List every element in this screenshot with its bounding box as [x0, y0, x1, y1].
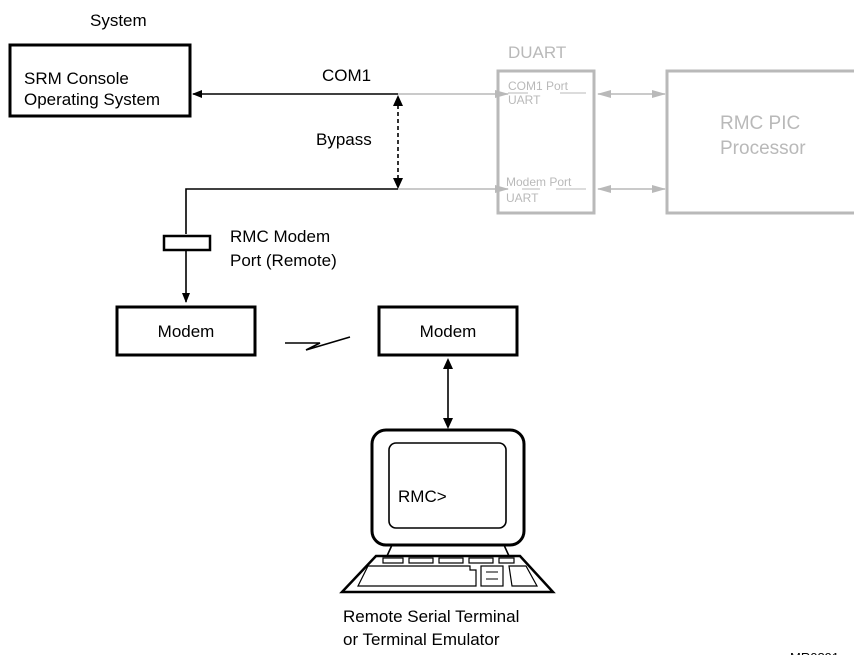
keyboard-fkey-4 [468, 557, 494, 564]
com1-port-label: COM1 Port [508, 79, 569, 93]
bypass-arrow-up [393, 95, 403, 106]
srm-console-label: SRM Console [24, 69, 129, 88]
keyboard-fkey-3 [438, 557, 464, 564]
keyboard-main-keys [357, 565, 477, 587]
monitor-screen [388, 442, 507, 529]
keyboard-fkey-5 [498, 557, 515, 564]
monitor-stand [385, 544, 511, 557]
keyboard-numpad [508, 565, 539, 587]
operating-system-label: Operating System [24, 90, 160, 109]
modem-right-box [377, 305, 519, 357]
modem-terminal-arrow-up [443, 358, 453, 369]
monitor-bezel [370, 428, 526, 547]
duart-label: DUART [508, 43, 566, 62]
modem-right-label: Modem [420, 322, 477, 341]
keyboard-fkey-2 [408, 557, 434, 564]
terminal-icon: RMC> [339, 428, 556, 594]
modem-left-box [115, 305, 257, 357]
com1-label: COM1 [322, 66, 371, 85]
keyboard-fkey-1 [382, 557, 404, 564]
modem-uart-label: UART [506, 191, 539, 205]
port-remote-label: Port (Remote) [230, 251, 337, 270]
system-label: System [90, 11, 147, 30]
keyboard-arrow-keys [480, 565, 504, 587]
modem-left-label: Modem [158, 322, 215, 341]
wireless-link-icon [285, 336, 351, 351]
duart-box [496, 69, 596, 215]
rmc-pic-processor-box [665, 69, 854, 215]
modem-terminal-arrow-down [443, 418, 453, 429]
rmc-prompt: RMC> [398, 487, 447, 506]
keyboard-outline [339, 554, 556, 594]
bypass-label: Bypass [316, 130, 372, 149]
rmc-pic-label: RMC PIC [720, 113, 800, 134]
terminal-caption-line2: or Terminal Emulator [343, 630, 500, 649]
figure-id: MR0891 [790, 650, 839, 655]
terminal-caption-line1: Remote Serial Terminal [343, 607, 519, 626]
modem-port-label: Modem Port [506, 175, 572, 189]
bypass-arrow-down [393, 178, 403, 189]
processor-label: Processor [720, 138, 806, 159]
srm-console-box [8, 43, 192, 118]
rmc-modem-label: RMC Modem [230, 227, 330, 246]
com1-uart-label: UART [508, 93, 541, 107]
rmc-modem-port-connector [162, 234, 212, 252]
modem-port-line [185, 188, 398, 234]
